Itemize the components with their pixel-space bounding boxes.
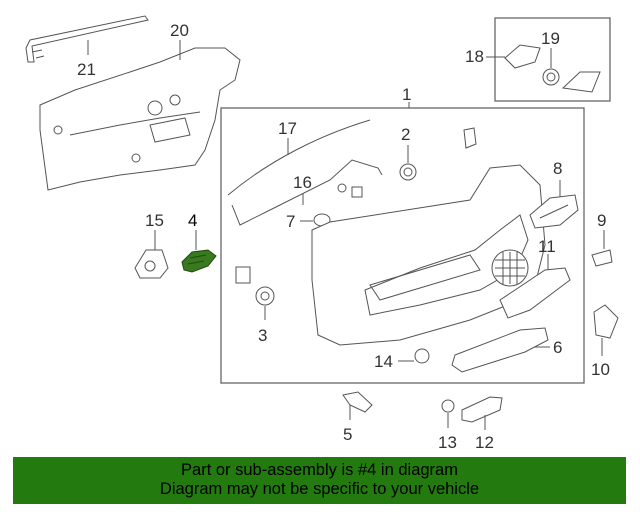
part-2-pushpin (399, 163, 417, 181)
callout-10: 10 (591, 360, 610, 379)
part-18-bezel (504, 44, 541, 69)
part-21-weatherstrip (25, 15, 149, 63)
part-13-pushpin (441, 399, 455, 413)
callout-6: 6 (553, 338, 562, 357)
callout-7: 7 (286, 212, 295, 231)
part-4-highlighted-switch (181, 249, 217, 273)
callout-12: 12 (475, 433, 494, 452)
callout-20: 20 (170, 21, 189, 40)
callout-16: 16 (293, 173, 312, 192)
part-15-housing (134, 249, 169, 279)
part-10-switch (593, 304, 619, 339)
callout-1: 1 (402, 85, 411, 104)
banner-line-1: Part or sub-assembly is #4 in diagram (181, 461, 458, 479)
part-6-pull-handle (451, 327, 549, 373)
part-17-rod (227, 119, 371, 196)
part-16-cable (231, 159, 383, 226)
callout-17: 17 (278, 119, 297, 138)
callout-11: 11 (538, 237, 556, 256)
trim-bracket (463, 127, 477, 149)
callout-5: 5 (343, 425, 352, 444)
part-12-bezel (461, 396, 503, 423)
callout-13: 13 (438, 433, 457, 452)
callout-15: 15 (145, 211, 164, 230)
callout-14: 14 (374, 352, 393, 371)
callout-4: 4 (188, 211, 197, 230)
part-19-insert (542, 68, 601, 93)
part-8-handle (529, 194, 579, 229)
cable-clip (337, 183, 347, 193)
callout-18: 18 (465, 47, 484, 66)
part-9-cap (591, 249, 613, 267)
info-banner: Part or sub-assembly is #4 in diagram Di… (13, 457, 626, 504)
cable-retainer (351, 186, 363, 198)
part-14-grommet (414, 348, 430, 364)
callout-21: 21 (77, 60, 96, 79)
callout-2: 2 (401, 125, 410, 144)
callout-19: 19 (541, 29, 560, 48)
parts-diagram: 21 20 18 19 1 17 16 7 (25, 15, 619, 452)
part-3-fastener (235, 266, 275, 306)
banner-line-2: Diagram may not be specific to your vehi… (159, 480, 480, 498)
part-11-armrest-trim (499, 267, 571, 319)
part-5-pin (342, 391, 373, 413)
callout-9: 9 (597, 211, 606, 230)
callout-3: 3 (258, 326, 267, 345)
door-trim-panel (311, 164, 546, 346)
part-20-water-deflector (39, 47, 241, 191)
frame-main-trim (220, 107, 585, 384)
callout-8: 8 (553, 159, 562, 178)
frame-18-19 (494, 17, 611, 102)
